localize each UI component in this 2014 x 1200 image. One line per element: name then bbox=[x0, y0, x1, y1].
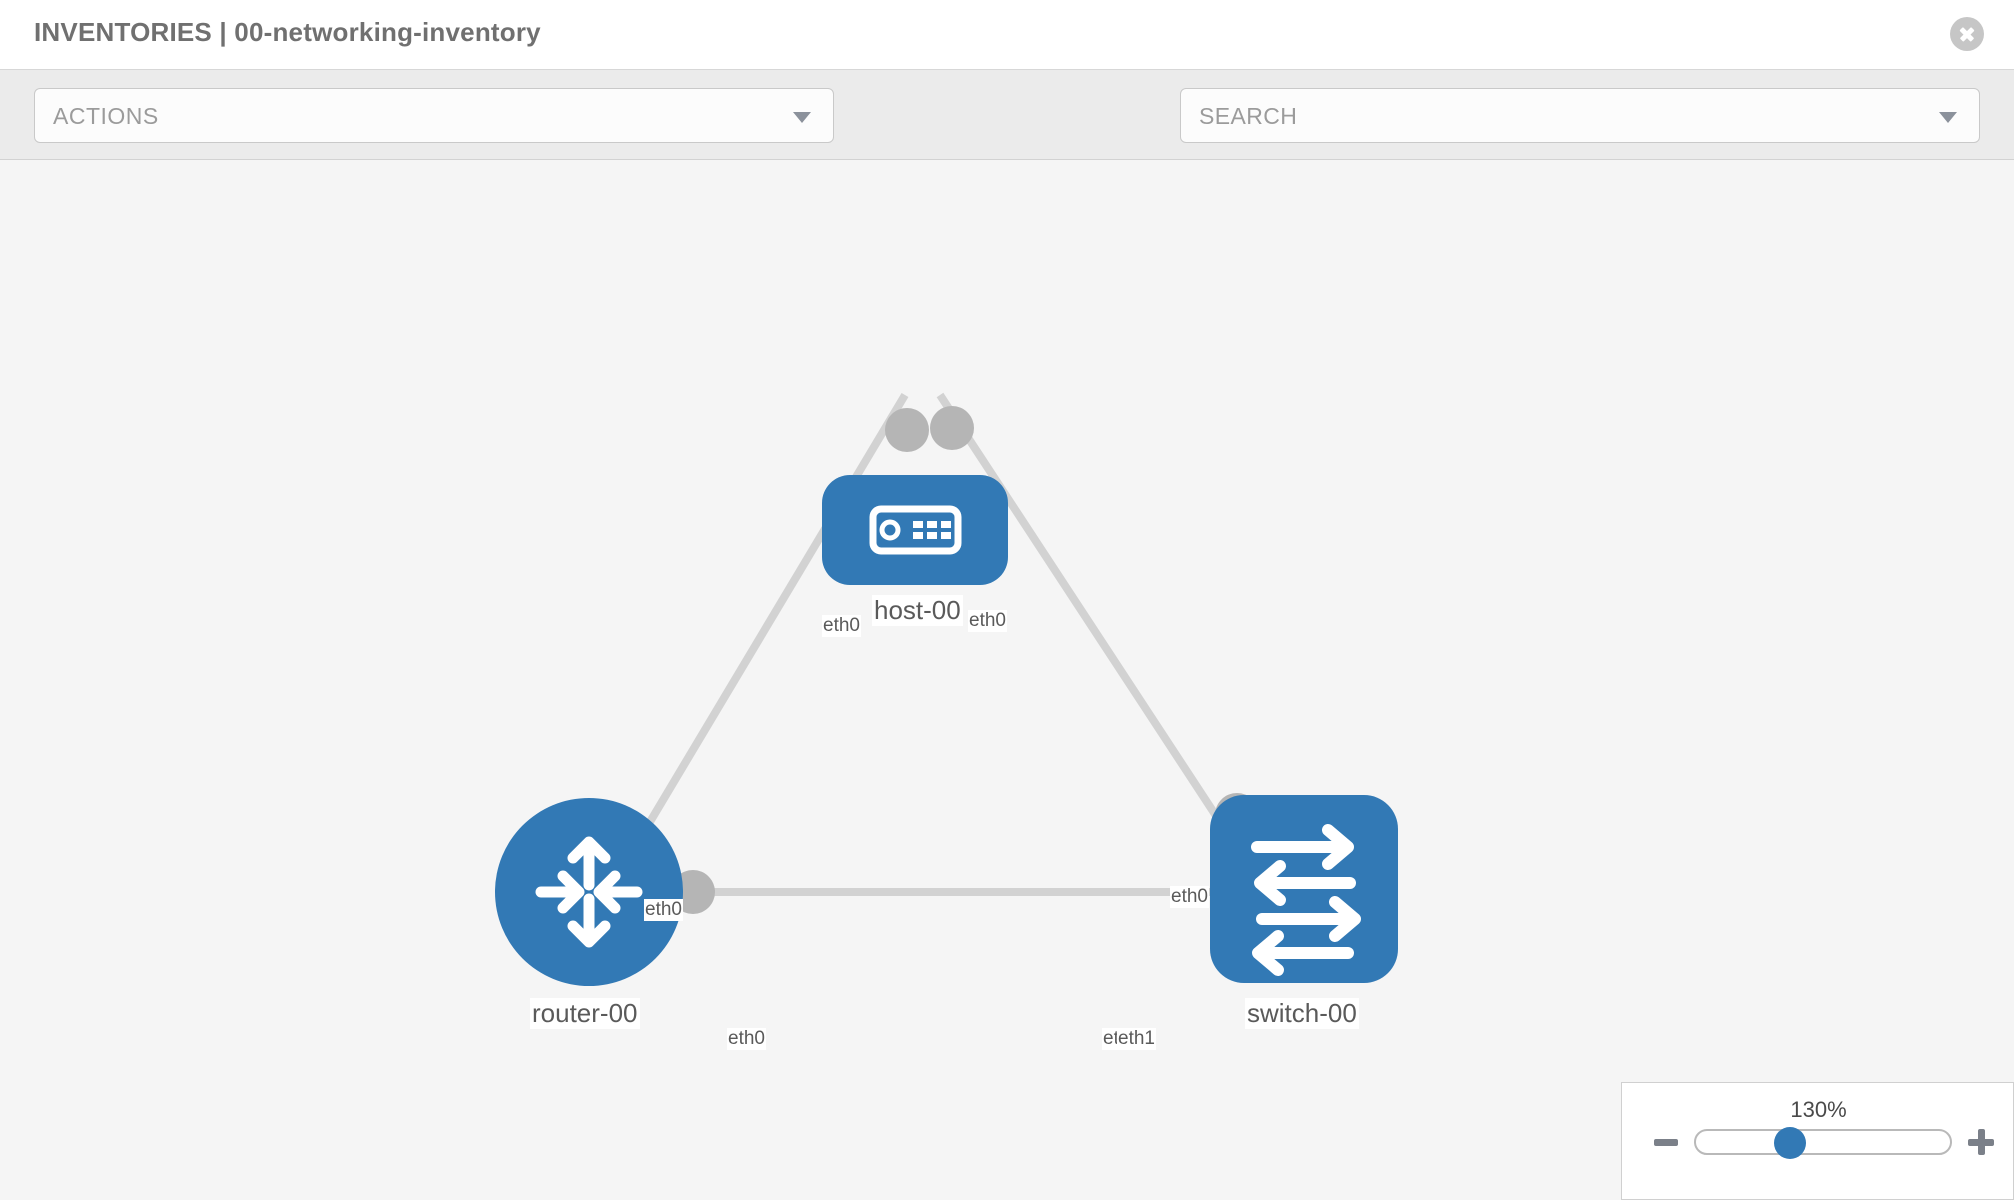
node-host-00[interactable] bbox=[822, 475, 1008, 585]
toolbar: ACTIONS SEARCH bbox=[0, 70, 2014, 198]
topology-canvas[interactable]: host-00 router-00 switch-00 eth0 eth0 et… bbox=[0, 160, 2014, 1200]
actions-dropdown[interactable]: ACTIONS bbox=[34, 88, 834, 143]
zoom-slider-track[interactable] bbox=[1694, 1129, 1952, 1155]
chevron-down-icon bbox=[1939, 112, 1957, 123]
iface-label-host-router: eth0 bbox=[822, 615, 861, 637]
close-button[interactable] bbox=[1950, 17, 1984, 51]
search-placeholder-text: SEARCH bbox=[1199, 103, 1298, 129]
iface-label-switch-host: eth0 bbox=[1170, 886, 1209, 908]
zoom-level-label: 130% bbox=[1790, 1097, 1847, 1122]
zoom-in-button[interactable] bbox=[1968, 1129, 1994, 1155]
close-icon bbox=[1950, 17, 1984, 51]
iface-label-router-switch: eth0 bbox=[727, 1028, 766, 1050]
edge-host-router[interactable] bbox=[616, 392, 909, 875]
zoom-out-button[interactable] bbox=[1654, 1139, 1678, 1146]
node-switch-00[interactable] bbox=[1210, 795, 1398, 983]
edge-host-switch[interactable] bbox=[936, 392, 1249, 863]
page-title: INVENTORIES | 00-networking-inventory bbox=[34, 17, 541, 47]
node-label-host-00: host-00 bbox=[872, 595, 963, 626]
node-label-switch-00: switch-00 bbox=[1245, 998, 1359, 1029]
node-label-router-00: router-00 bbox=[530, 998, 640, 1029]
endpoint-dot[interactable] bbox=[885, 408, 929, 452]
node-router-00[interactable] bbox=[495, 798, 683, 986]
iface-label-switch-router: eth1 bbox=[1117, 1028, 1156, 1050]
iface-label-router-host: eth0 bbox=[644, 899, 683, 921]
search-input[interactable]: SEARCH bbox=[1180, 88, 1980, 143]
iface-label-host-switch: eth0 bbox=[968, 610, 1007, 632]
topology-graph bbox=[495, 392, 1398, 986]
chevron-down-icon bbox=[793, 112, 811, 123]
endpoint-dot[interactable] bbox=[930, 406, 974, 450]
actions-dropdown-label: ACTIONS bbox=[53, 103, 159, 129]
zoom-control-panel: 130% bbox=[1621, 1082, 2014, 1200]
page-header: INVENTORIES | 00-networking-inventory bbox=[0, 0, 2014, 70]
zoom-slider-thumb[interactable] bbox=[1774, 1127, 1806, 1159]
